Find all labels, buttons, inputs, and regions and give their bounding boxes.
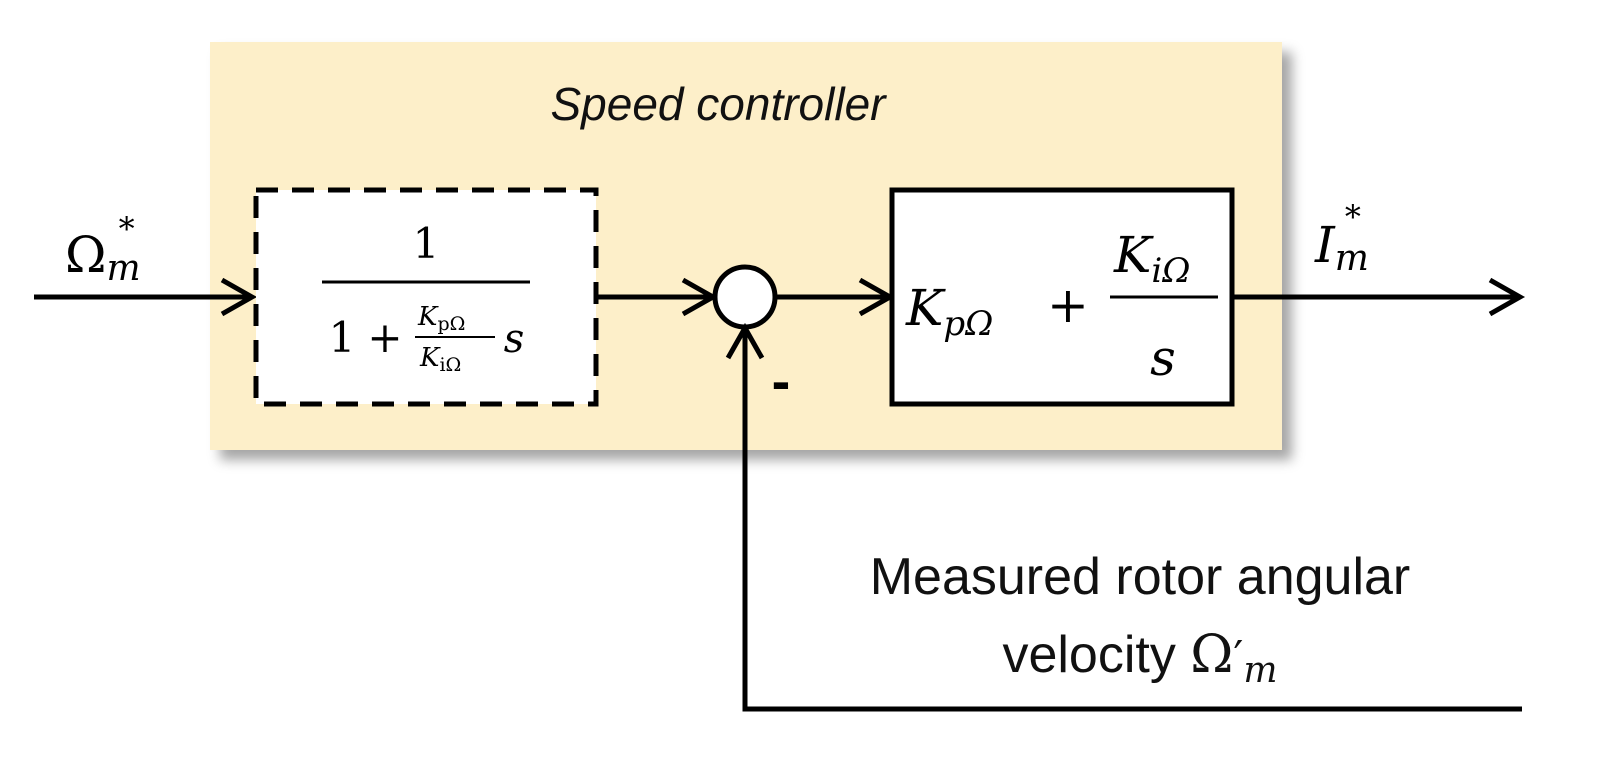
- prefilter-laplace-variable: s: [504, 316, 525, 362]
- speed-controller-title: Speed controller: [551, 78, 888, 130]
- prefilter-block: [253, 187, 599, 407]
- feedback-label-line2: velocity Ω′m: [1002, 625, 1277, 691]
- pi-integral-gain: KiΩ: [1113, 226, 1190, 291]
- pi-proportional-gain: KpΩ: [905, 279, 993, 344]
- prefilter-denominator-plus: +: [367, 313, 402, 362]
- input-signal-arrow: [34, 277, 258, 317]
- output-label: Im*: [1314, 198, 1369, 279]
- prefilter-gain-denominator: KiΩ: [419, 343, 461, 376]
- input-label: Ωm*: [65, 210, 141, 289]
- feedback-path: [725, 322, 1522, 712]
- pi-denominator: s: [1150, 329, 1176, 387]
- feedback-label-line1: Measured rotor angular: [870, 548, 1411, 606]
- prefilter-denominator-one: 1: [329, 313, 356, 362]
- output-signal-arrow: [1232, 277, 1526, 317]
- summing-junction: [712, 264, 778, 330]
- feedback-minus-sign: -: [772, 349, 791, 412]
- prefilter-gain-numerator: KpΩ: [417, 302, 465, 335]
- pi-plus-sign: +: [1047, 276, 1089, 334]
- prefilter-numerator: 1: [413, 219, 440, 268]
